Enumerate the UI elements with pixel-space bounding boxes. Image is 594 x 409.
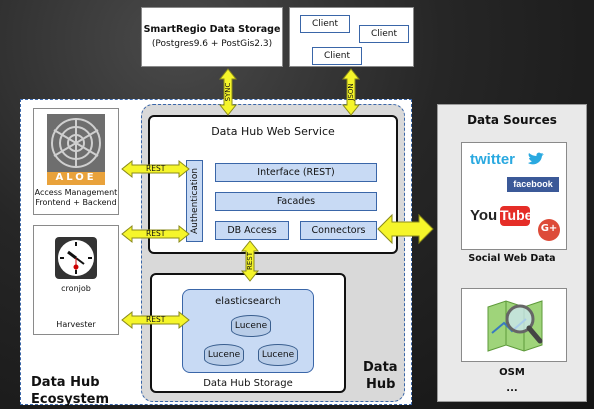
sync-arrow — [218, 68, 238, 116]
aloe-label: Frontend + Backend — [35, 198, 117, 207]
web-service-box: Data Hub Web Service Authentication Inte… — [148, 115, 398, 254]
clients-box: Client Client Client — [289, 7, 414, 67]
connectors-arrow — [377, 213, 434, 245]
ecosystem-title: Data Hub — [31, 375, 100, 390]
lucene-index: Lucene — [204, 344, 244, 366]
json-arrow — [341, 68, 361, 116]
rest-label: REST — [146, 315, 166, 324]
gplus-logo: G+ — [538, 219, 560, 241]
elasticsearch-label: elasticsearch — [215, 296, 281, 307]
lucene-index: Lucene — [231, 315, 271, 337]
ecosystem-title: Ecosystem — [31, 392, 110, 407]
storage-hub-title: Data Hub Storage — [203, 378, 293, 389]
rest-label: REST — [146, 164, 166, 173]
youtube-logo-tube: Tube — [500, 206, 532, 226]
clock-icon — [55, 237, 97, 279]
osm-label: OSM — [499, 367, 525, 378]
client-box: Client — [359, 25, 409, 43]
authentication-block: Authentication — [186, 160, 203, 242]
data-hub-label: Hub — [366, 377, 396, 392]
storage-title: SmartRegio Data Storage — [143, 24, 281, 35]
web-service-title: Data Hub Web Service — [211, 125, 335, 138]
rest-arrow-aloe — [121, 159, 190, 179]
rest-vertical-arrow — [240, 240, 260, 282]
lucene-index: Lucene — [258, 344, 298, 366]
aloe-box: ALOE Access Management Frontend + Backen… — [33, 108, 119, 215]
rest-arrow-storage — [121, 310, 190, 330]
aloe-wordmark: ALOE — [47, 172, 105, 185]
aloe-label: Access Management — [34, 188, 118, 197]
twitter-bird-icon — [528, 152, 544, 165]
aloe-logo — [47, 114, 105, 172]
data-sources-title: Data Sources — [467, 113, 557, 127]
smartregio-storage-box: SmartRegio Data Storage (Postgres9.6 + P… — [141, 7, 283, 67]
data-hub-label: Data — [363, 360, 398, 375]
harvester-label: Harvester — [56, 320, 96, 329]
social-logos-box: twitter facebook You Tube G+ — [461, 142, 567, 250]
cronjob-label: cronjob — [61, 284, 91, 293]
connectors-block: Connectors — [300, 221, 377, 240]
data-sources-panel: Data Sources twitter facebook You Tube G… — [437, 104, 587, 402]
social-web-label: Social Web Data — [468, 253, 556, 264]
rest-label: REST — [246, 251, 254, 271]
rest-label: REST — [146, 229, 166, 238]
facades-block: Facades — [215, 192, 377, 211]
twitter-logo: twitter — [470, 151, 515, 168]
osm-logo-icon — [487, 300, 543, 352]
youtube-logo-you: You — [470, 207, 498, 224]
db-access-block: DB Access — [215, 221, 289, 240]
interface-block: Interface (REST) — [215, 163, 377, 182]
client-box: Client — [300, 15, 350, 33]
client-box: Client — [312, 47, 362, 65]
facebook-logo: facebook — [507, 177, 559, 192]
sync-label: SYNC — [224, 82, 232, 102]
storage-subtitle: (Postgres9.6 + PostGis2.3) — [151, 39, 273, 49]
rest-arrow-harvester — [121, 224, 190, 244]
more-label: ... — [506, 383, 518, 394]
json-label: JSON — [347, 83, 355, 101]
harvester-box: cronjob Harvester — [33, 225, 119, 335]
osm-box — [461, 288, 567, 362]
